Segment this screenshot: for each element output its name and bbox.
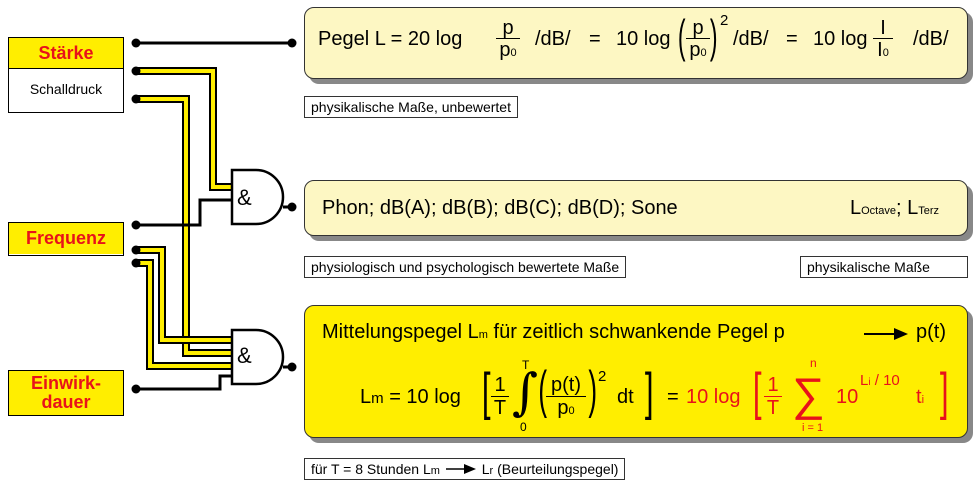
wire-frequenz-to-gate2-b [131,258,232,370]
pegel-10log-2: 10 log [813,28,868,50]
frac-p-p0-sq: p p0 [686,18,710,64]
arrow-p-to-pt [864,328,908,340]
mittelungspegel-title: Mittelungspegel Lm für zeitlich schwanke… [322,321,785,343]
note-physikalisch-unbewertet: physikalische Maße, unbewertet [304,96,518,118]
panel-pegel [304,7,968,79]
input-einwirkdauer-label: Einwirk- dauer [30,373,101,412]
exp-2-2: 2 [598,368,607,385]
panel-mittelungspegel [304,305,968,438]
sum-lower: i = 1 [802,422,824,434]
frac-pt-p0: p(t) p0 [546,374,586,422]
panel-phon [304,180,968,236]
bracket-r-3: ] [939,363,949,421]
gate2-symbol: & [237,343,252,368]
note-beurteilungspegel: für T = 8 Stunden Lm Lr (Beurteilungspeg… [304,458,626,480]
input-staerke-label: Stärke [9,38,123,69]
red-10log: 10 log [686,386,741,408]
integral-sign: ∫ [512,363,539,421]
note-physiologisch: physiologisch und psychologisch bewertet… [304,256,627,278]
input-frequenz-label: Frequenz [9,223,123,254]
pt-label: p(t) [916,321,946,343]
bracket-l-3: [ [752,363,762,421]
integral-lower: 0 [520,420,527,434]
ten-power: 10 [836,386,859,408]
pegel-unit-3: /dB/ [913,28,949,50]
pegel-10log-1: 10 log [616,28,671,50]
frac-I-I0: I I0 [873,18,893,64]
and-gate-2 [230,328,297,386]
input-staerke-box: Stärke Schalldruck [8,37,124,113]
note-physikalische-masse: physikalische Maße [800,256,968,278]
pegel-equals-2: = [786,28,798,50]
l-octave-l-terz: LOctave; LTerz [850,197,940,219]
bracket-r-2: ] [644,363,654,421]
bracket-right-1: ) [709,10,718,62]
lm-formula-lhs: Lm = 10 log [360,386,461,408]
dt-label: dt [617,386,634,408]
exp-2-1: 2 [720,12,729,29]
sum-upper: n [810,356,817,370]
gate1-symbol: & [237,185,252,210]
bracket-left-1: ( [677,10,686,62]
input-schalldruck-label: Schalldruck [29,81,103,97]
t-i: ti [916,386,925,408]
lm-equals-2: = [667,386,679,408]
pegel-formula: Pegel L = 20 log [318,28,463,50]
pegel-equals-1: = [589,28,601,50]
integral-upper: T [522,358,530,372]
bracket-l-2: [ [481,363,491,421]
pegel-unit-1: /dB/ [535,28,571,50]
input-einwirkdauer-box: Einwirk- dauer [8,370,124,416]
wire-staerke-to-pegel [131,38,297,48]
wire-frequenz-to-gate1 [131,198,232,230]
wire-frequenz-to-gate2 [131,245,232,344]
phon-units: Phon; dB(A); dB(B); dB(C); dB(D); Sone [322,197,678,219]
wire-staerke-to-gate1 [131,66,232,191]
ten-exponent: Li / 10 [860,372,900,389]
arrow-icon [444,460,478,480]
frac-1-T-red: 1 T [764,374,782,419]
pegel-unit-2: /dB/ [733,28,769,50]
frac-p-p0: p p0 [496,18,520,64]
and-gate-1 [230,168,297,226]
input-frequenz-box: Frequenz [8,222,124,256]
sum-sign: ∑ [792,368,825,420]
frac-1-T: 1 T [491,374,509,419]
bracket-paren-l: ( [538,361,547,419]
wire-einwirkdauer-to-gate2 [131,374,232,394]
bracket-paren-r: ) [588,361,597,419]
